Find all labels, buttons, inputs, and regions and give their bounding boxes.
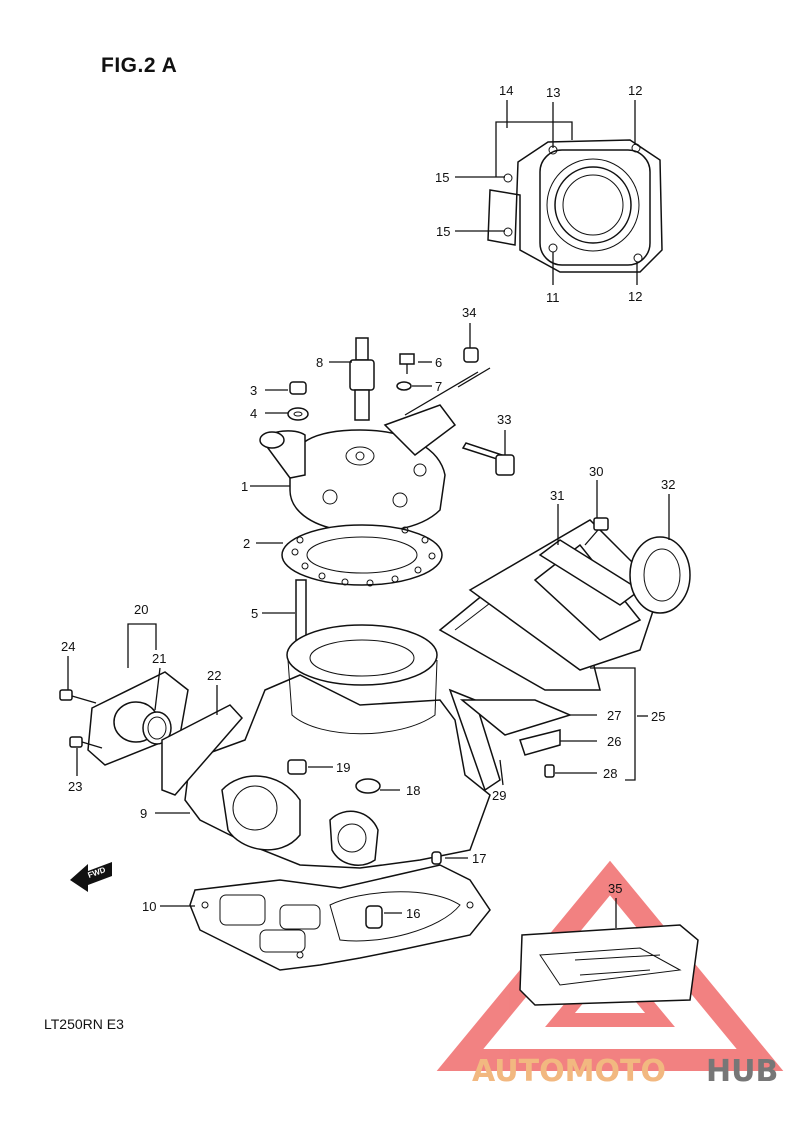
- callout-4: 4: [250, 406, 257, 421]
- leader-lines: [67, 100, 670, 928]
- callout-15-bottom: 15: [436, 224, 450, 239]
- callout-25: 25: [651, 709, 665, 724]
- callout-3: 3: [250, 383, 257, 398]
- inset-part-35: [519, 924, 699, 1006]
- callout-11: 11: [546, 290, 560, 305]
- callout-21: 21: [152, 651, 166, 666]
- dowel-pin-17: [431, 851, 442, 865]
- callout-2: 2: [243, 536, 250, 551]
- dowel-pin-16: [365, 905, 383, 929]
- reed-valve-assembly: [438, 517, 691, 778]
- fwd-arrow-icon: [70, 862, 112, 892]
- callout-18: 18: [406, 783, 420, 798]
- callout-7: 7: [435, 379, 442, 394]
- callout-29: 29: [492, 788, 506, 803]
- callout-8: 8: [316, 355, 323, 370]
- callout-28: 28: [603, 766, 617, 781]
- watermark-brand-primary: AUTOMOTO: [472, 1054, 666, 1089]
- callout-31: 31: [550, 488, 564, 503]
- watermark-brand-secondary: HUB: [706, 1054, 778, 1089]
- callout-numbers: 1 2 3 4 5 6 7 8 9 10 11 12 12 13 14 15 1…: [61, 83, 675, 921]
- callout-33: 33: [497, 412, 511, 427]
- callout-34: 34: [462, 305, 476, 320]
- callout-23: 23: [68, 779, 82, 794]
- callout-22: 22: [207, 668, 221, 683]
- callout-26: 26: [607, 734, 621, 749]
- callout-10: 10: [142, 899, 156, 914]
- callout-14: 14: [499, 83, 513, 98]
- cylinder-head: [259, 404, 457, 533]
- callout-17: 17: [472, 851, 486, 866]
- callout-27: 27: [607, 708, 621, 723]
- callout-5: 5: [251, 606, 258, 621]
- figure-title: FIG.2 A: [101, 54, 178, 77]
- callout-12-top: 12: [628, 83, 642, 98]
- cylinder-block: [184, 624, 501, 869]
- callout-15-top: 15: [435, 170, 449, 185]
- base-gasket: [189, 864, 491, 971]
- callout-19: 19: [336, 760, 350, 775]
- hardware-parts: [287, 337, 515, 643]
- callout-16: 16: [406, 906, 420, 921]
- cylinder-top-view: [487, 139, 663, 273]
- callout-32: 32: [661, 477, 675, 492]
- callout-24: 24: [61, 639, 75, 654]
- exhaust-flange: [59, 671, 244, 796]
- callout-6: 6: [435, 355, 442, 370]
- model-code: LT250RN E3: [44, 1016, 124, 1032]
- callout-20: 20: [134, 602, 148, 617]
- callout-35: 35: [608, 881, 622, 896]
- callout-13: 13: [546, 85, 560, 100]
- callout-9: 9: [140, 806, 147, 821]
- callout-1: 1: [241, 479, 248, 494]
- callout-30: 30: [589, 464, 603, 479]
- callout-12-bottom: 12: [628, 289, 642, 304]
- head-gasket: [281, 524, 443, 587]
